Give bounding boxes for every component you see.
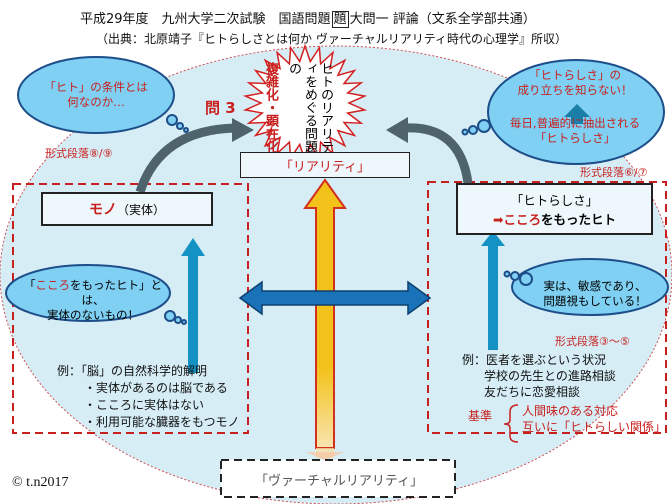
left-up-arrow-stem xyxy=(188,255,198,373)
left-up-arrow-head xyxy=(181,238,205,256)
background-ellipse xyxy=(0,45,672,504)
left-region-dashed xyxy=(12,183,249,434)
left-curved-arrowhead xyxy=(232,118,254,142)
left-curved-arrow xyxy=(135,123,236,194)
title-line1-rest: 大問一 評論（文系全学部共通） xyxy=(349,12,536,27)
right-paragraph-ref: 形式段落⑥/⑦ xyxy=(580,166,648,179)
criteria-brace xyxy=(503,404,519,443)
hitorashisa-box: 「ヒトらしさ」➡こころをもったヒト xyxy=(456,183,653,235)
right-up-arrow-head xyxy=(481,231,505,246)
virtual-reality-label: 「ヴァーチャルリアリティ」 xyxy=(255,474,424,489)
right-curved-arrow xyxy=(404,123,473,184)
starburst-text: ヒトのリアリティをめぐる問題の xyxy=(286,62,333,153)
title-line2: （出典：北原靖子『ヒトらしさとは何か ヴァーチャルリアリティ時代の心理学』所収） xyxy=(96,32,567,46)
vertical-faded-arrowhead xyxy=(306,452,344,460)
left-top-cloud-text: 「ヒト」の条件とは何なのか… xyxy=(44,80,148,109)
title-boxed-char: 題 xyxy=(331,11,349,28)
right-paragraph-ref-2: 形式段落③～⑤ xyxy=(555,335,630,348)
cloud-left-top xyxy=(17,56,175,134)
cloud-left-mid xyxy=(5,264,171,322)
left-paragraph-ref: 形式段落⑧/⑨ xyxy=(45,147,113,160)
mono-box: モノ（実体） xyxy=(41,192,213,226)
reality-box-label: 「リアリティ」 xyxy=(279,159,371,175)
right-top-cloud-text: 「ヒトらしさ」の成り立ちを知らない！毎日,普遍的に抽出される「ヒトらしさ」 xyxy=(509,68,641,145)
cloud-right-mid xyxy=(511,258,669,316)
question-label: 問 3 xyxy=(205,99,236,117)
left-mid-cloud-text: 「こころをもったヒト」とは、実体のないもの！ xyxy=(24,278,162,322)
right-curved-arrowhead xyxy=(386,117,408,143)
title-line1: 平成29年度 九州大学二次試験 国語問題題大問一 評論（文系全学部共通） xyxy=(80,8,536,28)
horizontal-double-arrow xyxy=(238,280,432,316)
mono-label: モノ xyxy=(88,202,117,218)
copyright: © t.n2017 xyxy=(12,475,69,490)
reality-box: 「リアリティ」 xyxy=(240,152,410,178)
mono-sub-label: （実体） xyxy=(116,202,165,217)
cloud-inner-up-arrow xyxy=(564,104,590,124)
right-region-dashed xyxy=(427,181,667,434)
left-example: 例：「脳」の自然科学的解明・実体があるのは脳である・こころに実体はない・利用可能… xyxy=(57,364,240,429)
criteria-label: 基準 xyxy=(468,409,493,423)
right-example: 例：医者を選ぶという状況学校の先生との進路相談友だちに恋愛相談 xyxy=(462,353,616,399)
right-up-arrow-stem xyxy=(488,245,498,350)
title-line1-main: 平成29年度 九州大学二次試験 国語問題 xyxy=(80,12,331,27)
right-mid-cloud-text: 実は、敏感であり、問題視もしている！ xyxy=(543,279,647,308)
criteria-list: 人間味のある対応互いに「ヒトらしい関係」 xyxy=(522,404,667,434)
virtual-box-dashed xyxy=(220,459,456,498)
starburst-subtext: 複雑化・顕在化 xyxy=(263,62,278,153)
